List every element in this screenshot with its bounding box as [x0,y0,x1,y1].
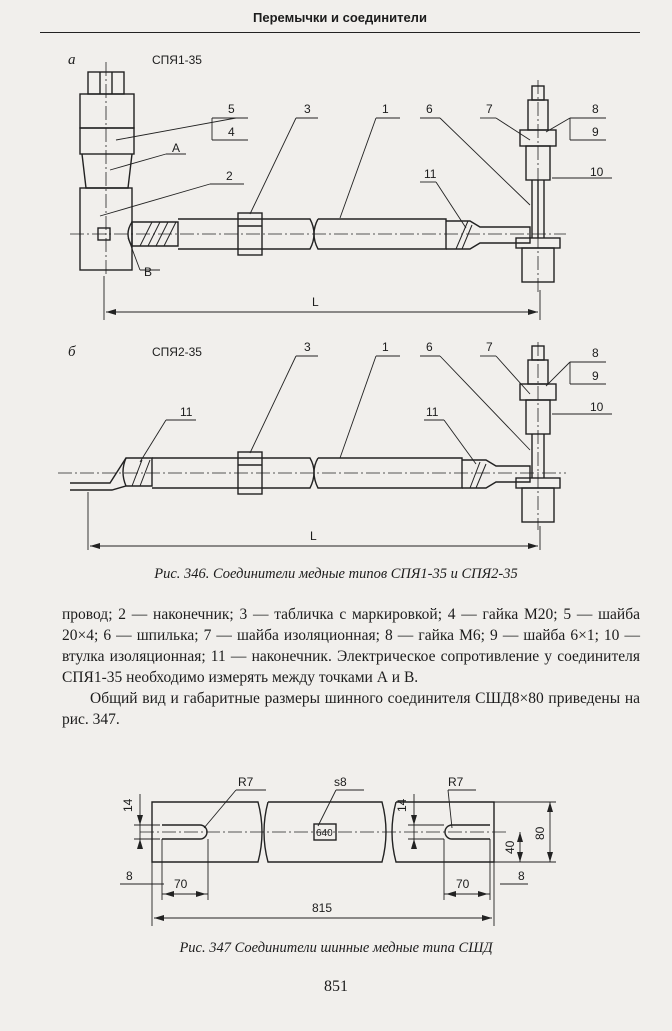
point-b-label: В [144,265,152,279]
callout-b-1: 1 [382,340,389,354]
figure-346-caption: Рис. 346. Соединители медные типов СПЯ1-… [154,566,518,582]
dim-80: 80 [533,826,547,840]
figure-347: R7 s8 R7 640 14 14 40 80 8 70 70 8 815 [120,775,556,926]
callout-10: 10 [590,165,604,179]
callout-5: 5 [228,102,235,116]
radius-right: R7 [448,775,464,789]
page-number: 851 [324,978,348,995]
radius-left: R7 [238,775,254,789]
dim-40: 40 [503,840,517,854]
callout-b-11-left: 11 [180,405,193,419]
dim-70-left: 70 [174,877,188,891]
dim-edge-left: 8 [126,869,133,883]
callout-b-6: 6 [426,340,433,354]
callout-b-3: 3 [304,340,311,354]
dim-slot-left: 14 [121,798,135,812]
callout-1: 1 [382,102,389,116]
fig-b-type: СПЯ2-35 [152,345,202,359]
dim-L-a: L [312,295,319,309]
figure-347-caption: Рис. 347 Соединители шинные медные типа … [179,940,493,956]
figure-346-a: а СПЯ1-35 5 4 3 1 6 7 8 9 10 11 2 А В L [68,52,612,320]
dim-L-b: L [310,529,317,543]
callout-b-10: 10 [590,400,604,414]
point-a-label: А [172,141,180,155]
running-header: Перемычки и соединители [40,8,640,33]
paragraph-2: Общий вид и габаритные размеры шинного с… [62,690,640,728]
callout-b-8: 8 [592,346,599,360]
figure-346-b: б СПЯ2-35 3 1 6 7 8 9 10 11 11 L [58,340,612,550]
paragraph-1: провод; 2 — наконечник; 3 — табличка с м… [62,606,640,686]
dim-70-right: 70 [456,877,470,891]
callout-b-7: 7 [486,340,493,354]
callout-3: 3 [304,102,311,116]
callout-2: 2 [226,169,233,183]
callout-7: 7 [486,102,493,116]
callout-b-9: 9 [592,369,599,383]
dim-edge-right: 8 [518,869,525,883]
fig-a-letter: а [68,52,76,68]
callout-b-11-right: 11 [426,405,439,419]
fig-b-letter: б [68,344,76,360]
marking-plate-label: 640 [316,828,333,839]
fig-a-type: СПЯ1-35 [152,53,202,67]
callout-6: 6 [426,102,433,116]
body-text: провод; 2 — наконечник; 3 — табличка с м… [62,604,640,730]
callout-8: 8 [592,102,599,116]
dim-slot-right: 14 [395,798,409,812]
callout-4: 4 [228,125,235,139]
callout-11: 11 [424,167,437,181]
callout-9: 9 [592,125,599,139]
thickness-label: s8 [334,775,347,789]
dim-total: 815 [312,901,332,915]
